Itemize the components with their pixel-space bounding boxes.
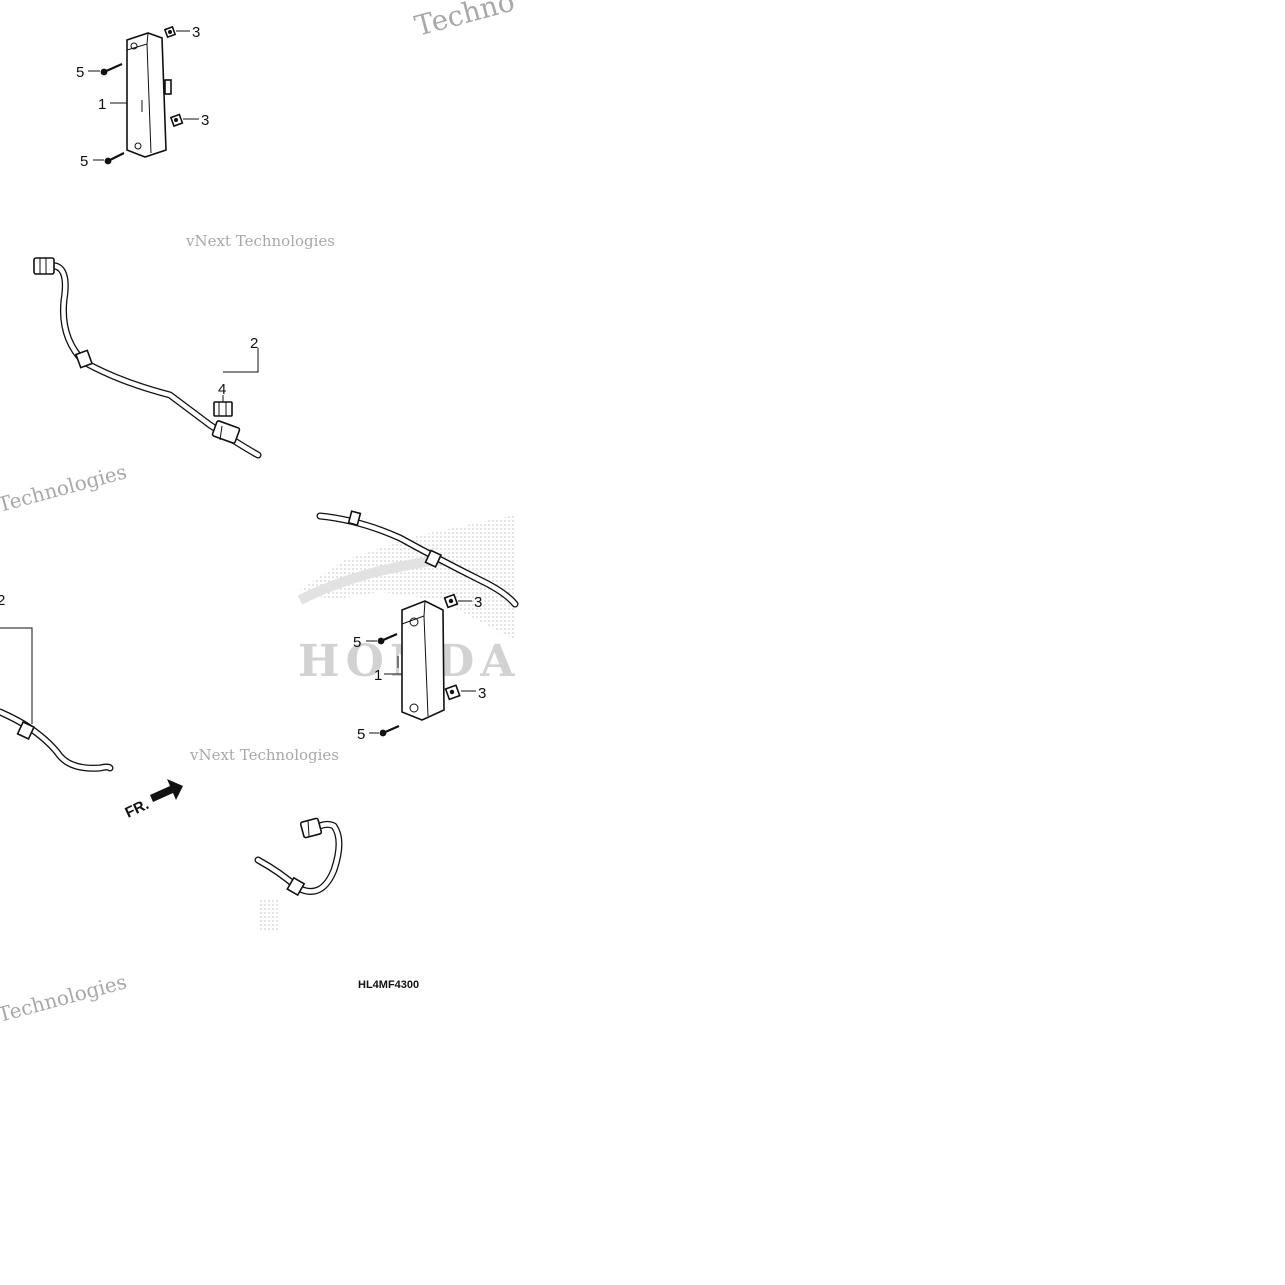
bottom-harness-connector xyxy=(299,817,323,839)
leader-part-2-upper: 2 xyxy=(223,335,259,373)
lower-nut-bottom: 3 xyxy=(444,684,486,702)
callout-1-lower: 1 xyxy=(374,667,382,684)
harness-connector-top xyxy=(33,257,55,275)
lower-control-unit xyxy=(397,600,445,721)
callout-5-lower-bottom: 5 xyxy=(357,726,365,743)
watermark-technologies-bottom: Technologies xyxy=(0,969,129,1026)
callout-2-upper: 2 xyxy=(250,335,258,352)
harness-clamp-lower-left xyxy=(16,720,36,740)
callout-4: 4 xyxy=(218,381,226,398)
callout-3-lower-bottom: 3 xyxy=(478,685,486,702)
harness-connector-mid xyxy=(211,420,241,444)
callout-3-bottom: 3 xyxy=(201,112,209,129)
bottom-harness-clamp xyxy=(286,876,306,897)
leader-part-2-lower: 2 xyxy=(0,592,33,724)
clip-part-4: 4 xyxy=(213,381,233,417)
callout-3-lower-top: 3 xyxy=(474,594,482,611)
front-label: FR. xyxy=(123,796,152,822)
callout-1-upper: 1 xyxy=(98,96,106,113)
bottom-harness xyxy=(254,817,343,930)
lower-nut-top: 3 xyxy=(443,593,482,611)
callout-5-bottom: 5 xyxy=(80,153,88,170)
upper-nut-top: 3 xyxy=(163,24,200,41)
callout-3-top: 3 xyxy=(192,24,200,41)
lower-left-harness: 2 xyxy=(0,592,114,772)
upper-bolt-top: 5 xyxy=(76,62,123,81)
harness-clamp-upper xyxy=(74,349,94,369)
upper-bolt-bottom: 5 xyxy=(80,152,125,170)
diagram-code: HL4MF4300 xyxy=(358,979,419,991)
upper-assembly: 3 3 5 5 1 xyxy=(76,24,209,170)
upper-control-unit xyxy=(126,32,172,158)
upper-harness: 4 2 xyxy=(33,257,262,459)
watermark-technologies-left: Technologies xyxy=(0,459,129,516)
watermark-vnext-lower: vNext Technologies xyxy=(189,746,339,764)
watermark-techno-top: Techno xyxy=(411,0,518,43)
callout-5-lower-top: 5 xyxy=(353,634,361,651)
harness-clamp-lower-a xyxy=(347,510,362,527)
lower-bolt-bottom: 5 xyxy=(357,724,400,743)
watermark-vnext-mid: vNext Technologies xyxy=(185,232,335,250)
front-arrow-icon xyxy=(150,779,183,802)
front-direction-indicator: FR. xyxy=(123,779,183,822)
watermarks: Techno vNext Technologies Technologies v… xyxy=(0,0,518,1027)
callout-5-top: 5 xyxy=(76,64,84,81)
callout-2-lower: 2 xyxy=(0,592,5,609)
upper-nut-bottom: 3 xyxy=(169,112,209,129)
lower-bolt-top: 5 xyxy=(353,632,398,651)
harness-clamp-lower-b xyxy=(424,549,443,568)
lower-assembly: 3 3 5 5 1 xyxy=(316,510,519,743)
